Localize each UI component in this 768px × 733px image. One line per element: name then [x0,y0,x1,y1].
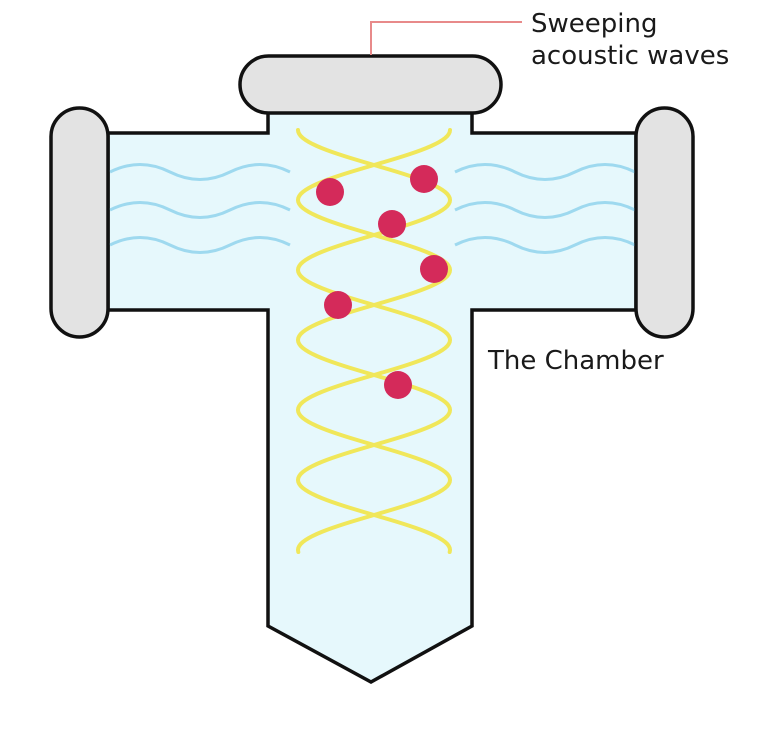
sweeping-acoustic-waves-label: Sweeping acoustic waves [531,8,729,72]
chamber-body [106,108,638,684]
particle-group [316,165,448,399]
standing-wave-strand [295,128,453,554]
sweeping-label-line-1: Sweeping [531,9,658,39]
particle [384,371,412,399]
label-leader-line [370,21,522,55]
particle [378,210,406,238]
particle [316,178,344,206]
horizontal-wave [109,201,636,219]
horizontal-wave-group [109,163,636,254]
left-transducer [49,106,110,339]
right-transducer [634,106,695,339]
standing-wave-group [295,128,453,554]
particle [420,255,448,283]
horizontal-wave [109,163,636,181]
sweeping-label-line-2: acoustic waves [531,41,730,71]
top-transducer [238,54,503,115]
particle [324,291,352,319]
standing-wave-strand [295,128,453,554]
particle [410,165,438,193]
horizontal-wave [109,236,636,254]
chamber-label: The Chamber [488,346,664,376]
